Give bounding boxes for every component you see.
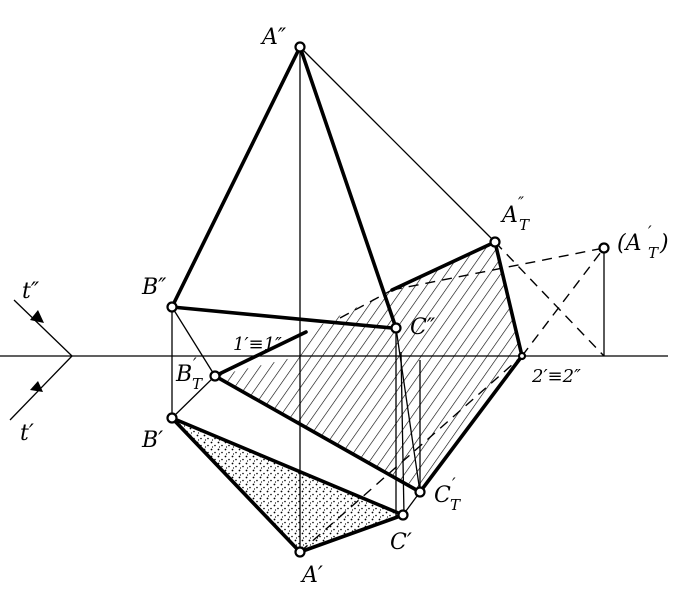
light-direction-marker (9, 299, 73, 421)
label-point-1: 1′≡1″ (233, 334, 282, 355)
svg-text:′: ′ (452, 474, 456, 493)
label-t2: t″ (22, 279, 40, 304)
label-C2: C″ (410, 315, 436, 340)
svg-text:′: ′ (193, 354, 197, 373)
label-BT1: B T ′ (175, 354, 203, 393)
svg-text:T: T (450, 496, 461, 514)
svg-text:A: A (500, 203, 518, 228)
label-B2: B″ (141, 275, 167, 300)
label-C1: C′ (390, 530, 412, 555)
svg-text:′: ′ (648, 222, 652, 241)
svg-text:): ) (659, 231, 669, 256)
svg-text:T: T (519, 216, 530, 234)
label-t1: t′ (20, 421, 34, 446)
svg-text:B: B (175, 362, 192, 387)
label-point-2: 2′≡2″ (531, 366, 581, 387)
label-AT2: A T ″ (500, 193, 530, 234)
label-B1: B′ (141, 428, 163, 453)
label-A1: A′ (300, 563, 323, 588)
label-AT1-bracketed: (A T ′ ) (617, 222, 669, 262)
svg-text:T: T (648, 244, 659, 262)
label-CT1: C T ′ (434, 474, 461, 514)
points (166, 41, 610, 558)
svg-text:″: ″ (518, 193, 524, 212)
svg-text:C: C (434, 483, 451, 508)
horizontal-projection-fill (172, 418, 403, 552)
shadow-region-upper (300, 242, 522, 356)
svg-text:(A: (A (617, 231, 641, 256)
svg-text:T: T (192, 375, 203, 393)
label-A2: A″ (260, 25, 287, 50)
